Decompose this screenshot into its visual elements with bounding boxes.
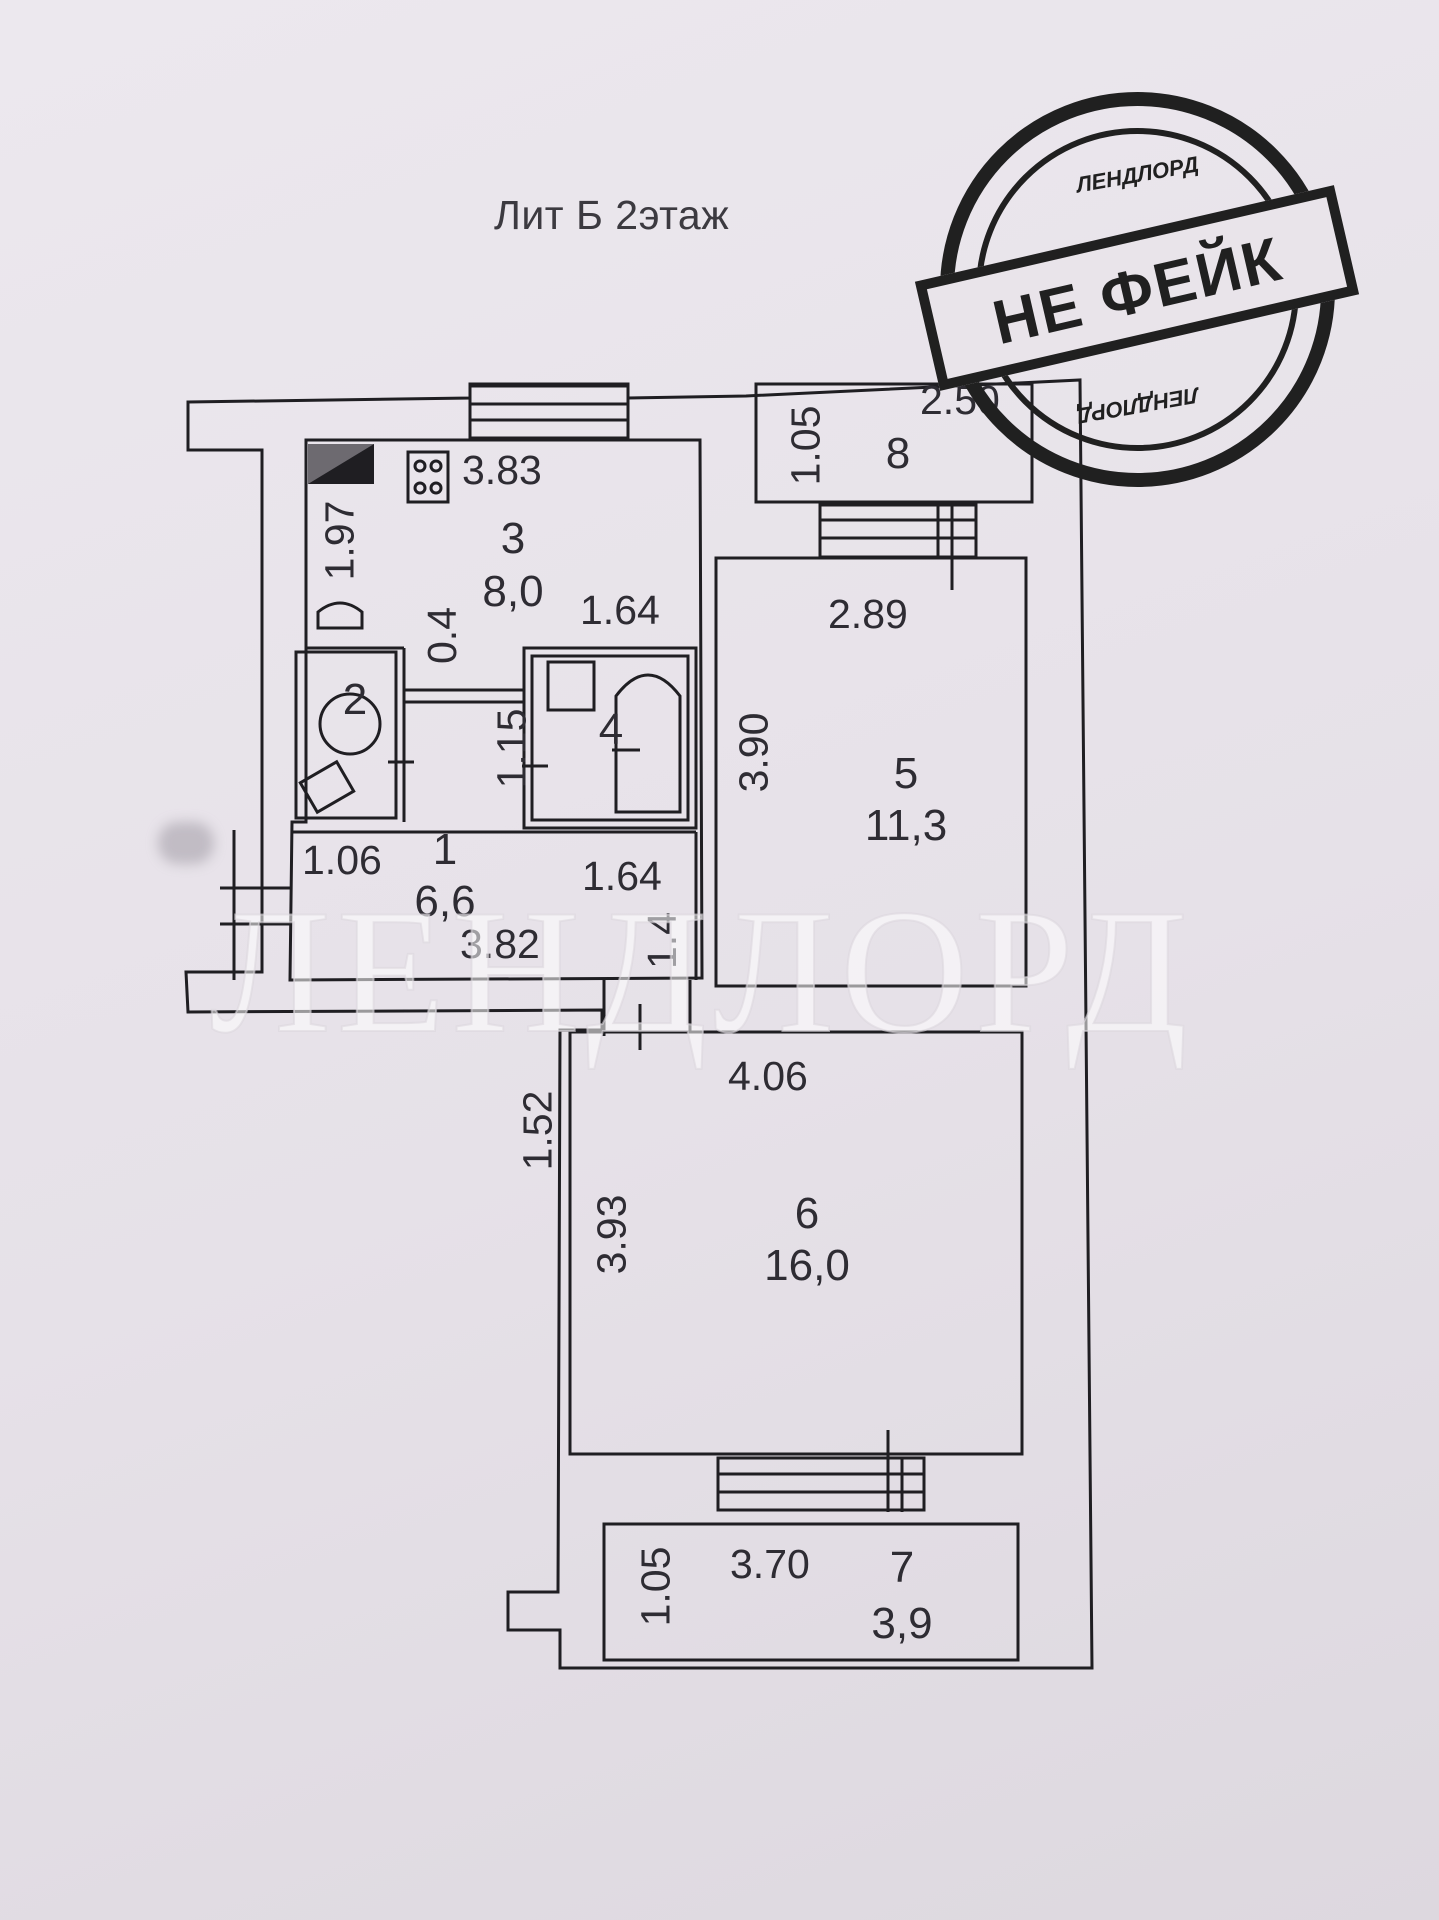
dim-balcony-bottom-height: 1.05 (632, 1546, 679, 1627)
dim-balcony-top-height: 1.05 (782, 405, 829, 486)
room-4-number: 4 (598, 705, 624, 754)
room-4-wall (522, 646, 698, 830)
room-6-area: 16,0 (764, 1241, 850, 1290)
room-7-number: 7 (889, 1543, 915, 1592)
window-room6 (716, 1456, 926, 1512)
room-5-number: 5 (893, 749, 919, 798)
bathroom-sink (546, 660, 596, 712)
room-3-area: 8,0 (482, 567, 544, 616)
inner-wall-left (288, 438, 704, 982)
dim-room6-width: 4.06 (728, 1053, 808, 1099)
bathtub (614, 673, 682, 814)
room-7-area: 3,9 (871, 1599, 933, 1648)
dim-room6-height: 3.93 (588, 1194, 635, 1275)
room-5-wall (714, 556, 1028, 988)
blurred-mark (158, 822, 214, 864)
room-1-number: 1 (432, 825, 458, 874)
watermark-text: ЛЕНДЛОРД (209, 871, 1194, 1071)
dim-room5-height: 3.90 (730, 712, 777, 793)
room-2-wall (294, 650, 398, 820)
balcony-bottom (602, 1522, 1020, 1662)
toilet-bowl (318, 692, 382, 756)
room-6-wall (568, 1030, 1024, 1456)
dim-balcony-bottom-width: 3.70 (730, 1541, 810, 1587)
dim-bath-width-top: 1.64 (580, 587, 660, 633)
kitchen-window (468, 384, 630, 440)
room-2-number: 2 (342, 675, 368, 724)
dim-hall-right: 1.64 (582, 853, 662, 899)
kitchen-sink (316, 601, 364, 630)
dim-kitchen-width: 3.83 (462, 447, 542, 493)
dim-hall-width: 3.82 (460, 921, 540, 967)
room-1-area: 6,6 (414, 877, 476, 926)
dim-kitchen-height: 1.97 (316, 500, 363, 581)
room-6-number: 6 (794, 1189, 820, 1238)
authenticity-stamp: ЛЕНДЛОРД ЛЕНДЛОРД НЕ ФЕЙК (914, 92, 1360, 487)
toilet-seat (298, 759, 356, 815)
dim-hall-left: 1.06 (302, 837, 382, 883)
dim-kitchen-step: 0.4 (419, 607, 465, 664)
dim-corridor-gap: 1.15 (488, 708, 535, 789)
plan-title: Лит Б 2этаж (494, 192, 730, 238)
dim-room5-width: 2.89 (828, 591, 908, 637)
dim-room6-side: 1.52 (514, 1090, 561, 1171)
stove (406, 450, 450, 504)
room-5-area: 11,3 (864, 801, 948, 850)
room-8-number: 8 (885, 429, 911, 478)
room-3-number: 3 (500, 514, 526, 563)
